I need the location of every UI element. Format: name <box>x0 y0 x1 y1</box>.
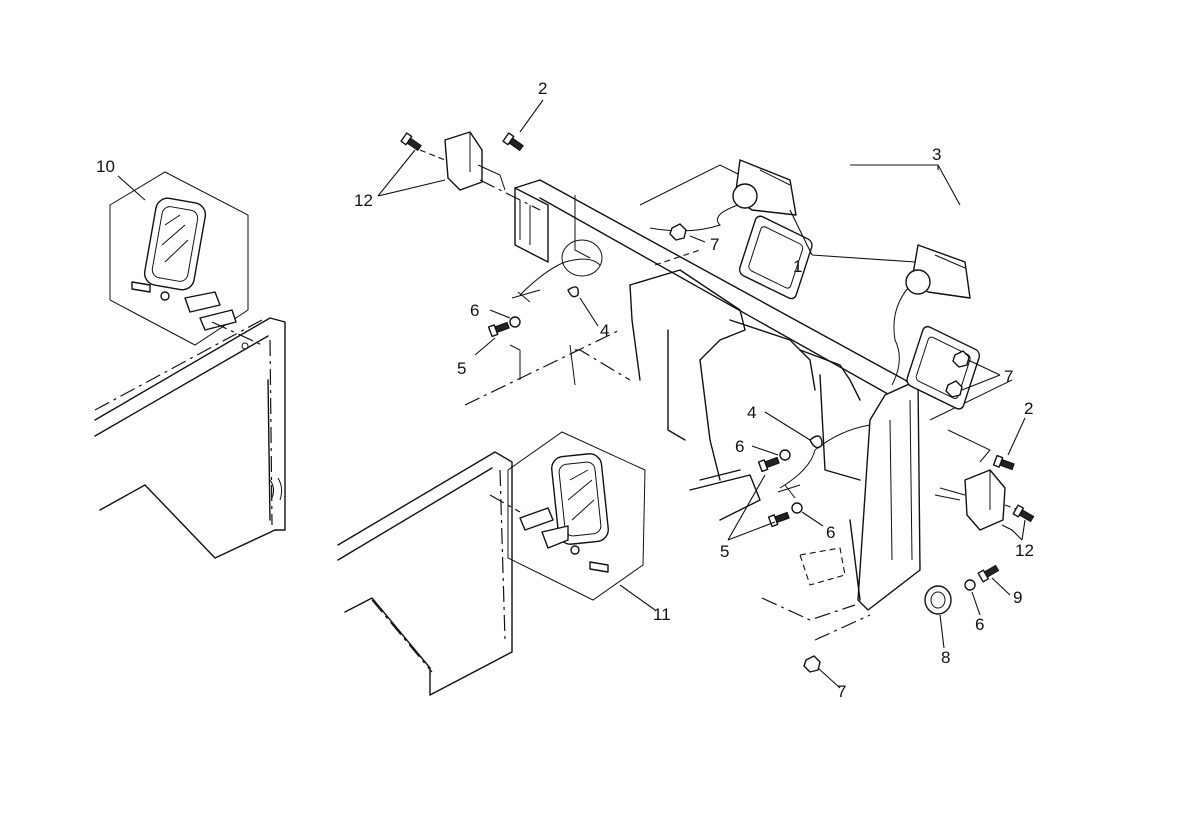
fasteners <box>400 132 1035 673</box>
mirror-detail-10 <box>109 171 263 350</box>
callout-2-top: 2 <box>538 79 547 98</box>
callout-5-center: 5 <box>720 542 729 561</box>
mirror-detail-11 <box>489 431 646 601</box>
main-frame <box>464 164 1013 641</box>
light-lens-frames <box>738 215 981 410</box>
screw <box>977 564 1000 583</box>
marker-lamp-left <box>419 131 541 211</box>
callout-7-bottom: 7 <box>837 682 846 701</box>
screw <box>757 456 780 473</box>
callout-11: 11 <box>653 605 671 624</box>
callout-6-left: 6 <box>470 301 479 320</box>
work-light-right <box>891 244 971 386</box>
callout-3: 3 <box>932 145 941 164</box>
callout-5-left: 5 <box>457 359 466 378</box>
screw <box>992 454 1015 471</box>
callout-7-right: 7 <box>1004 367 1013 386</box>
left-cab-section <box>94 317 286 559</box>
screw <box>487 321 510 338</box>
wire-harness <box>511 239 871 499</box>
callout-4-left: 4 <box>600 321 609 340</box>
screw <box>400 132 422 152</box>
leader-lines <box>117 99 1026 689</box>
right-door-section <box>337 451 513 696</box>
callout-6-lower: 6 <box>826 523 835 542</box>
callout-7-top: 7 <box>710 235 719 254</box>
callout-12-right: 12 <box>1015 541 1034 560</box>
work-light-left <box>649 159 797 232</box>
callout-1: 1 <box>793 257 802 276</box>
screw <box>767 511 790 528</box>
callout-6-bottom: 6 <box>975 615 984 634</box>
callout-4-center: 4 <box>747 403 756 422</box>
callout-10: 10 <box>96 157 115 176</box>
callout-12-left: 12 <box>354 191 373 210</box>
callout-2-right: 2 <box>1024 399 1033 418</box>
callout-9: 9 <box>1013 588 1022 607</box>
screw <box>1012 504 1035 523</box>
callout-6-center: 6 <box>735 437 744 456</box>
callout-8: 8 <box>941 648 950 667</box>
marker-lamp-right <box>934 469 1026 531</box>
callout-labels: 10 12 2 3 7 1 6 4 5 7 4 6 2 5 6 12 9 6 1… <box>96 79 1034 701</box>
screw <box>502 132 524 152</box>
horn <box>924 585 952 615</box>
